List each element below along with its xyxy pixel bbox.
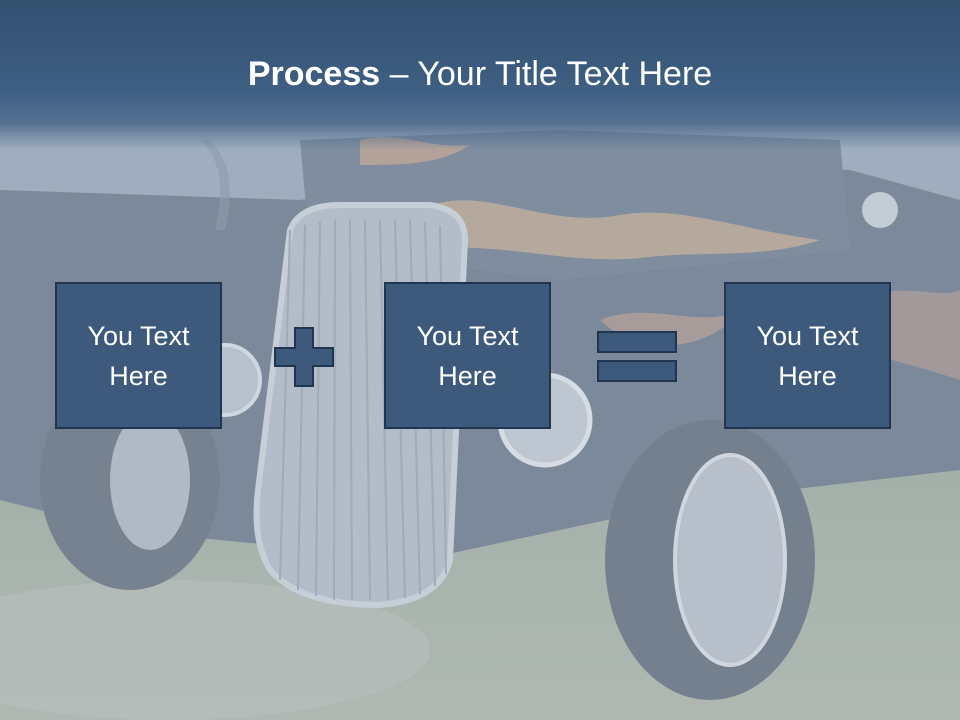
title-bold: Process (247, 55, 381, 93)
text-box-3[interactable]: You Text Here (724, 282, 891, 429)
equals-icon (597, 331, 677, 382)
text-box-2-label: You Text Here (416, 320, 519, 391)
title-rest: – Your Title Text Here (380, 55, 713, 93)
text-box-3-label: You Text Here (756, 320, 859, 391)
text-box-1[interactable]: You Text Here (55, 282, 222, 429)
plus-icon (274, 327, 334, 387)
text-box-1-label: You Text Here (87, 320, 190, 391)
slide-title: Process – Your Title Text Here (0, 52, 960, 96)
title-band (0, 0, 960, 150)
text-box-2[interactable]: You Text Here (384, 282, 551, 429)
